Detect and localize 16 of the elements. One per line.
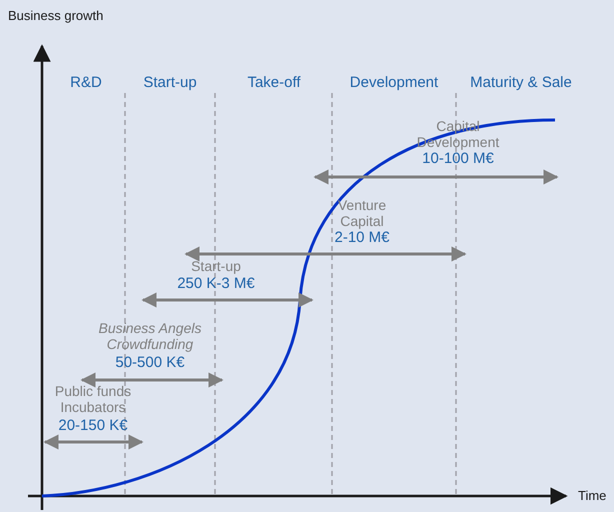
funding-source-label: Start-up (190, 258, 242, 274)
stage-label: Development (348, 75, 440, 91)
funding-amount-label: 50-500 K€ (114, 355, 186, 371)
stage-label: R&D (69, 75, 103, 91)
axis-label: Time (578, 488, 608, 504)
funding-amount-label: 10-100 M€ (421, 151, 495, 167)
stage-label: Take-off (246, 75, 302, 91)
axis-label: Business growth (8, 8, 104, 24)
funding-source-label: Business Angels Crowdfunding (98, 320, 202, 352)
funding-source-label: Venture Capital (336, 197, 388, 229)
funding-amount-label: 2-10 M€ (333, 230, 391, 246)
stage-label: Start-up (142, 75, 198, 91)
stage-label: Maturity & Sale (469, 75, 573, 91)
funding-amount-label: 250 K-3 M€ (176, 276, 256, 292)
funding-amount-label: 20-150 K€ (57, 418, 129, 434)
funding-source-label: Public funds Incubators (54, 383, 132, 415)
